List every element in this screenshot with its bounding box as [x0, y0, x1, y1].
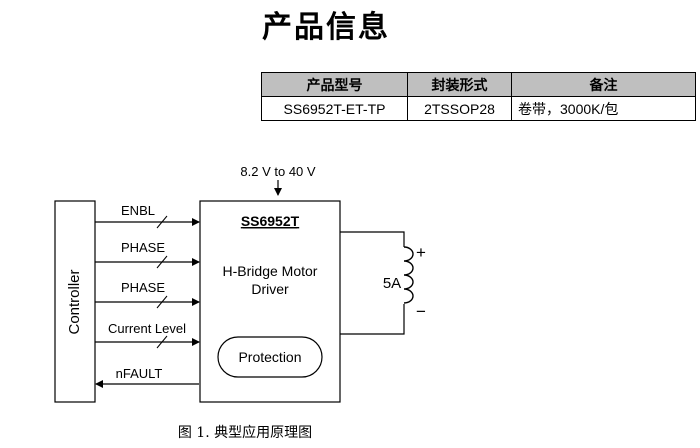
- bus-slash: [156, 215, 168, 229]
- bus-slash: [156, 295, 168, 309]
- controller-label: Controller: [66, 269, 83, 334]
- chip-desc-line2: Driver: [251, 281, 289, 297]
- driver-box: [199, 200, 341, 403]
- column-header-model: 产品型号: [261, 72, 408, 97]
- plus-terminal: +: [416, 243, 426, 262]
- signal-label-current-level: Current Level: [108, 321, 186, 336]
- output-wire-top: [340, 231, 405, 247]
- cell-remark: 卷带，3000K/包: [511, 96, 696, 121]
- minus-terminal: −: [416, 302, 426, 321]
- chip-name: SS6952T: [241, 213, 300, 229]
- chip-desc-line1: H-Bridge Motor: [223, 263, 318, 279]
- product-info-table: 产品型号 封装形式 备注 SS6952T-ET-TP 2TSSOP28 卷带，3…: [261, 72, 696, 121]
- motor-coil-icon: [403, 246, 414, 304]
- bus-slash: [156, 255, 168, 269]
- load-current-label: 5A: [383, 275, 401, 292]
- column-header-remark: 备注: [511, 72, 696, 97]
- cell-package: 2TSSOP28: [407, 96, 512, 121]
- signal-label-nfault: nFAULT: [116, 366, 163, 381]
- signal-label-phase-1: PHASE: [121, 240, 165, 255]
- column-header-package: 封装形式: [407, 72, 512, 97]
- signal-label-phase-2: PHASE: [121, 280, 165, 295]
- figure-caption: 图 1. 典型应用原理图: [177, 425, 313, 441]
- protection-label: Protection: [238, 349, 301, 365]
- table-row: SS6952T-ET-TP 2TSSOP28 卷带，3000K/包: [261, 96, 696, 121]
- protection-block: [217, 336, 323, 378]
- supply-voltage-label: 8.2 V to 40 V: [240, 164, 315, 179]
- output-wire-bottom: [340, 304, 405, 335]
- table-header-row: 产品型号 封装形式 备注: [261, 72, 696, 97]
- signal-label-enbl: ENBL: [121, 203, 155, 218]
- page-title: 产品信息: [262, 10, 390, 45]
- bus-slash: [156, 335, 168, 349]
